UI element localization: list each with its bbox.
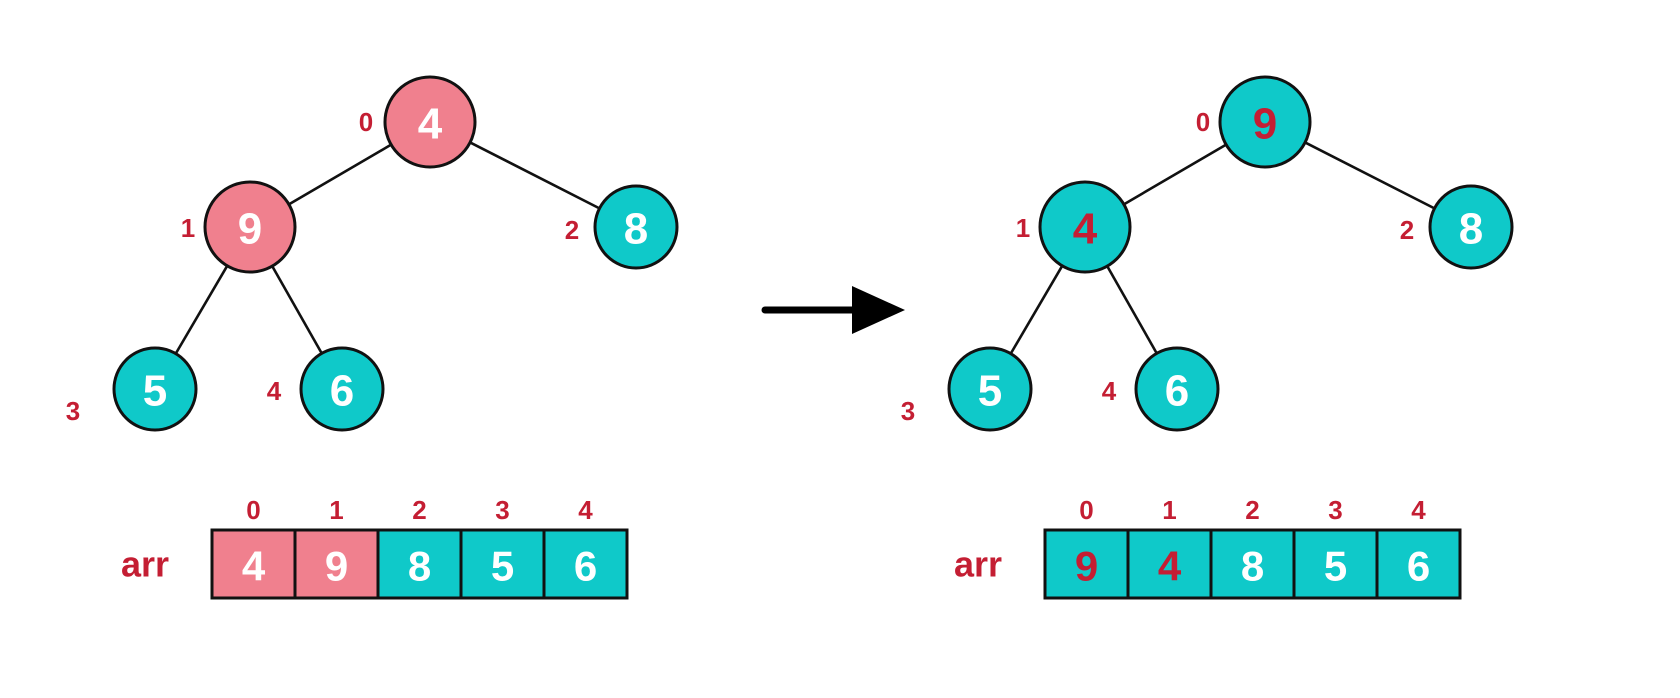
array-cell-index-label: 2: [1245, 495, 1259, 525]
array-cell[interactable]: [1209, 528, 1296, 600]
tree-node-circle: [947, 346, 1033, 432]
array-cell-value: 8: [1241, 543, 1264, 590]
tree-edge: [271, 265, 323, 354]
tree-node-circle: [1134, 346, 1220, 432]
tree-node-index-label: 0: [1196, 107, 1210, 137]
tree-nodes-after: 0 9 1 4 2 8 3 5 4 6: [901, 75, 1514, 432]
array-cell[interactable]: [1126, 528, 1213, 600]
array-cell-value: 9: [325, 543, 348, 590]
array-cell-index-label: 0: [1079, 495, 1093, 525]
tree-edge: [1123, 143, 1227, 206]
tree-node[interactable]: 8: [1428, 184, 1514, 270]
tree-node-index-label: 4: [267, 376, 282, 406]
tree-node-value: 9: [1253, 100, 1277, 149]
tree-nodes-before: 0 4 1 9 2 8 3 5 4 6: [66, 75, 679, 432]
tree-node-index-label: 0: [359, 107, 373, 137]
array-cell-value: 4: [242, 543, 266, 590]
array-cell-value: 9: [1075, 543, 1098, 590]
tree-node[interactable]: 6: [299, 346, 385, 432]
tree-edges-before: [174, 141, 601, 355]
tree-node-index-label: 3: [66, 396, 80, 426]
array-cell[interactable]: [459, 528, 546, 600]
tree-node-index-label: 4: [1102, 376, 1117, 406]
array-cell-index-label: 1: [1162, 495, 1176, 525]
tree-node[interactable]: 4: [1038, 180, 1132, 274]
array-name-label-after: arr: [954, 544, 1002, 585]
tree-node[interactable]: 9: [203, 180, 297, 274]
array-cell-value: 5: [1324, 543, 1347, 590]
array-cell-value: 6: [1407, 543, 1430, 590]
tree-node-value: 8: [624, 205, 648, 254]
tree-node-circle: [1428, 184, 1514, 270]
tree-edge: [288, 143, 392, 206]
tree-node-value: 4: [1073, 205, 1098, 254]
array-cell[interactable]: [293, 528, 380, 600]
tree-edge: [1304, 141, 1436, 210]
tree-node[interactable]: 4: [383, 75, 477, 169]
panel-after: 0 9 1 4 2 8 3 5 4 6 arr 9 0 4 1 8 2 5 3 6 4: [901, 75, 1514, 600]
tree-node-value: 5: [143, 367, 167, 416]
array-cell[interactable]: [542, 528, 629, 600]
array-cell-value: 4: [1158, 543, 1182, 590]
array-cell[interactable]: [1292, 528, 1379, 600]
tree-node-index-label: 3: [901, 396, 915, 426]
array-cell-index-label: 3: [1328, 495, 1342, 525]
array-name-label-before: arr: [121, 544, 169, 585]
array-cell-index-label: 4: [1411, 495, 1426, 525]
array-cell-value: 8: [408, 543, 431, 590]
tree-edge: [469, 141, 601, 210]
tree-node-value: 5: [978, 367, 1002, 416]
array-cell[interactable]: [210, 528, 297, 600]
tree-node-circle: [593, 184, 679, 270]
tree-edge: [174, 265, 229, 355]
array-cell-index-label: 2: [412, 495, 426, 525]
tree-node[interactable]: 6: [1134, 346, 1220, 432]
array-cell-index-label: 0: [246, 495, 260, 525]
array-cell-value: 6: [574, 543, 597, 590]
array-cell-value: 5: [491, 543, 514, 590]
tree-edges-after: [1009, 141, 1436, 355]
tree-edge: [1106, 265, 1158, 354]
tree-node-circle: [383, 75, 477, 169]
tree-node[interactable]: 5: [112, 346, 198, 432]
tree-edge: [1009, 265, 1064, 355]
tree-node-circle: [203, 180, 297, 274]
tree-node-index-label: 2: [565, 215, 579, 245]
tree-node[interactable]: 8: [593, 184, 679, 270]
array-after: arr 9 0 4 1 8 2 5 3 6 4: [954, 495, 1462, 600]
array-cell-index-label: 4: [578, 495, 593, 525]
tree-node-value: 4: [418, 100, 443, 149]
tree-node-index-label: 1: [1016, 213, 1030, 243]
array-cell[interactable]: [1375, 528, 1462, 600]
tree-node-value: 9: [238, 205, 262, 254]
tree-node-circle: [112, 346, 198, 432]
array-cell-index-label: 3: [495, 495, 509, 525]
tree-node-index-label: 1: [181, 213, 195, 243]
array-cell[interactable]: [376, 528, 463, 600]
tree-node[interactable]: 5: [947, 346, 1033, 432]
tree-node-value: 6: [1165, 367, 1189, 416]
tree-node-value: 6: [330, 367, 354, 416]
tree-node-index-label: 2: [1400, 215, 1414, 245]
tree-node[interactable]: 9: [1218, 75, 1312, 169]
tree-node-circle: [1218, 75, 1312, 169]
tree-node-value: 8: [1459, 205, 1483, 254]
array-cell-index-label: 1: [329, 495, 343, 525]
tree-node-circle: [299, 346, 385, 432]
implies-arrow-icon: [761, 286, 905, 334]
tree-node-circle: [1038, 180, 1132, 274]
